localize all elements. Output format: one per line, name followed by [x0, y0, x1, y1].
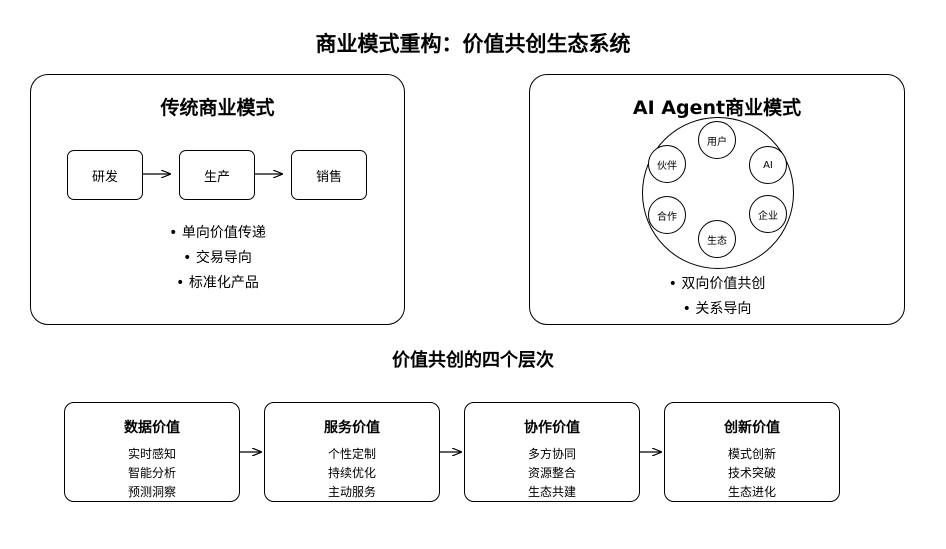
step-production-label: 生产 [203, 169, 230, 185]
node-partner-label: 伙伴 [657, 160, 677, 172]
agent-model-panel: AI Agent商业模式 用户 AI 企业 生态 合作 伙伴 双向价值共创 关系… [529, 74, 905, 325]
node-user-label: 用户 [707, 136, 727, 148]
node-ai-label: AI [763, 159, 773, 171]
layer-item: 资源整合 [527, 466, 576, 480]
layer-item: 实时感知 [127, 447, 176, 461]
layer-collaboration-value: 协作价值 多方协同 资源整合 生态共建 [464, 402, 640, 502]
diagram-title: 商业模式重构：价值共创生态系统 [315, 32, 631, 56]
agent-bullet-2: 关系导向 [530, 298, 904, 318]
layer-item: 模式创新 [727, 447, 776, 461]
node-partner: 伙伴 [648, 145, 686, 183]
layer-service-value: 服务价值 个性定制 持续优化 主动服务 [264, 402, 440, 502]
step-production-box: 生产 [179, 150, 255, 200]
layer-item: 生态进化 [727, 485, 776, 499]
node-ecosystem-label: 生态 [707, 235, 727, 247]
layers-title: 价值共创的四个层次 [392, 350, 554, 371]
traditional-bullet-2: 交易导向 [31, 247, 404, 267]
layer-item: 个性定制 [327, 447, 376, 461]
node-enterprise: 企业 [749, 195, 787, 233]
node-enterprise-label: 企业 [758, 210, 778, 222]
node-cooperation-label: 合作 [657, 211, 677, 223]
layer-data-value: 数据价值 实时感知 智能分析 预测洞察 [64, 402, 240, 502]
layer-item: 主动服务 [327, 485, 376, 499]
layer-item: 持续优化 [327, 466, 376, 480]
step-rnd-label: 研发 [91, 169, 118, 185]
layer-item: 多方协同 [527, 447, 576, 461]
traditional-model-title: 传统商业模式 [160, 97, 275, 119]
layer-title: 数据价值 [124, 420, 180, 436]
traditional-bullet-3: 标准化产品 [31, 272, 404, 292]
node-user: 用户 [698, 121, 736, 159]
agent-bullet-1: 双向价值共创 [530, 273, 904, 293]
layer-title: 协作价值 [524, 420, 580, 436]
agent-model-title: AI Agent商业模式 [632, 97, 802, 119]
layer-item: 生态共建 [527, 485, 576, 499]
step-rnd-box: 研发 [67, 150, 143, 200]
layer-title: 创新价值 [724, 420, 780, 436]
layer-item: 预测洞察 [127, 485, 176, 499]
layer-innovation-value: 创新价值 模式创新 技术突破 生态进化 [664, 402, 840, 502]
node-ecosystem: 生态 [698, 220, 736, 258]
node-ai: AI [749, 146, 787, 184]
step-sales-box: 销售 [291, 150, 367, 200]
traditional-model-panel: 传统商业模式 研发 生产 销售 单向价值传递 交易导向 标准化产品 [30, 74, 405, 325]
traditional-bullet-1: 单向价值传递 [31, 222, 404, 242]
layer-title: 服务价值 [324, 420, 380, 436]
layer-item: 智能分析 [127, 466, 176, 480]
step-sales-label: 销售 [315, 169, 342, 185]
layer-item: 技术突破 [727, 466, 776, 480]
node-cooperation: 合作 [648, 196, 686, 234]
